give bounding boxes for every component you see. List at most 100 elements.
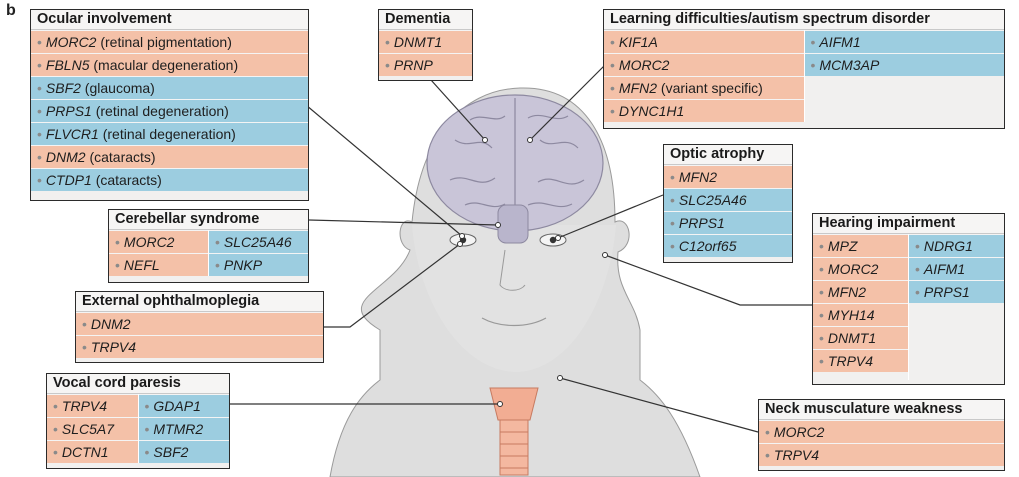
bullet-icon: • — [37, 80, 42, 96]
gene-name: MORC2 — [46, 34, 97, 50]
bullet-icon: • — [115, 234, 120, 250]
gene-name: MORC2 — [828, 261, 879, 277]
bullet-icon: • — [37, 103, 42, 119]
gene-column-right: •AIFM1•MCM3AP — [805, 30, 1005, 122]
box-title: Optic atrophy — [664, 145, 792, 165]
gene-row: •PRPS1 (retinal degeneration) — [31, 99, 308, 122]
gene-name: MORC2 — [619, 57, 670, 73]
gene-row: •MCM3AP — [805, 53, 1005, 76]
gene-column-right: •SLC25A46•PNKP — [209, 230, 308, 276]
gene-name: CTDP1 — [46, 172, 92, 188]
gene-row: •AIFM1 — [909, 257, 1004, 280]
external-ophthalmoplegia-box: External ophthalmoplegia •DNM2 •TRPV4 — [75, 291, 324, 363]
endpoint-neck — [558, 376, 563, 381]
gene-row: •PRNP — [379, 53, 472, 76]
gene-row: •MFN2 (variant specific) — [604, 76, 804, 99]
gene-row: •SBF2 (glaucoma) — [31, 76, 308, 99]
dementia-box: Dementia •DNMT1•PRNP — [378, 9, 473, 81]
bullet-icon: • — [915, 238, 920, 254]
gene-row: •DNM2 (cataracts) — [31, 145, 308, 168]
gene-row: •PRPS1 — [664, 211, 792, 234]
gene-row: •MTMR2 — [139, 417, 230, 440]
bullet-icon: • — [610, 103, 615, 119]
gene-row: •MORC2 (retinal pigmentation) — [31, 30, 308, 53]
bullet-icon: • — [37, 172, 42, 188]
gene-name: MORC2 — [774, 424, 825, 440]
bullet-icon: • — [145, 398, 150, 414]
gene-name: AIFM1 — [819, 34, 860, 50]
gene-name: DNM2 — [91, 316, 131, 332]
bullet-icon: • — [145, 421, 150, 437]
bullet-icon: • — [385, 57, 390, 73]
vocal-cord-paresis-box: Vocal cord paresis •TRPV4•SLC5A7•DCTN1 •… — [46, 373, 230, 469]
endpoint-learning — [528, 138, 533, 143]
gene-note: (retinal degeneration) — [99, 126, 236, 142]
gene-name: SBF2 — [46, 80, 81, 96]
bullet-icon: • — [53, 398, 58, 414]
gene-name: TRPV4 — [774, 447, 819, 463]
bullet-icon: • — [215, 234, 220, 250]
bullet-icon: • — [37, 57, 42, 73]
gene-row: •PRPS1 — [909, 280, 1004, 303]
box-title: Ocular involvement — [31, 10, 308, 30]
endpoint-external — [458, 242, 463, 247]
gene-name: SBF2 — [153, 444, 188, 460]
gene-name: DCTN1 — [62, 444, 109, 460]
gene-row: •NDRG1 — [909, 234, 1004, 257]
gene-row: •TRPV4 — [76, 335, 323, 358]
gene-row: •FBLN5 (macular degeneration) — [31, 53, 308, 76]
bullet-icon: • — [819, 261, 824, 277]
gene-list: •MORC2•TRPV4 — [759, 420, 1004, 466]
optic-atrophy-box: Optic atrophy •MFN2•SLC25A46•PRPS1•C12or… — [663, 144, 793, 263]
gene-row: •TRPV4 — [47, 394, 138, 417]
bullet-icon: • — [610, 80, 615, 96]
gene-name: PRPS1 — [46, 103, 92, 119]
gene-name: AIFM1 — [924, 261, 965, 277]
gene-row: •NEFL — [109, 253, 208, 276]
gene-name: PRPS1 — [679, 215, 725, 231]
gene-name: TRPV4 — [828, 353, 873, 369]
gene-note: (variant specific) — [657, 80, 763, 96]
gene-row: •SLC25A46 — [209, 230, 308, 253]
gene-column-right: •GDAP1•MTMR2•SBF2 — [139, 394, 230, 463]
gene-name: MORC2 — [124, 234, 175, 250]
gene-row: •MORC2 — [604, 53, 804, 76]
bullet-icon: • — [670, 169, 675, 185]
gene-column-right: •NDRG1•AIFM1•PRPS1 — [909, 234, 1004, 380]
gene-list: •MFN2•SLC25A46•PRPS1•C12orf65 — [664, 165, 792, 257]
gene-name: MYH14 — [828, 307, 875, 323]
bullet-icon: • — [37, 34, 42, 50]
gene-row: •KIF1A — [604, 30, 804, 53]
gene-name: DNMT1 — [828, 330, 876, 346]
bullet-icon: • — [610, 34, 615, 50]
endpoint-dementia — [483, 138, 488, 143]
brainstem — [498, 205, 528, 243]
gene-list: •MORC2 (retinal pigmentation)•FBLN5 (mac… — [31, 30, 308, 191]
gene-row: •AIFM1 — [805, 30, 1005, 53]
bullet-icon: • — [811, 57, 816, 73]
gene-row: •MFN2 — [813, 280, 908, 303]
bullet-icon: • — [915, 284, 920, 300]
box-title: Vocal cord paresis — [47, 374, 229, 394]
bullet-icon: • — [765, 424, 770, 440]
bullet-icon: • — [670, 238, 675, 254]
gene-name: FLVCR1 — [46, 126, 99, 142]
gene-name: GDAP1 — [153, 398, 200, 414]
gene-name: FBLN5 — [46, 57, 90, 73]
gene-column-left: •MORC2•NEFL — [109, 230, 209, 276]
gene-row: •SLC5A7 — [47, 417, 138, 440]
endpoint-cerebellar — [496, 223, 501, 228]
bullet-icon: • — [82, 316, 87, 332]
gene-row: •SLC25A46 — [664, 188, 792, 211]
bullet-icon: • — [670, 215, 675, 231]
panel-label: b — [6, 2, 16, 20]
box-title: External ophthalmoplegia — [76, 292, 323, 312]
gene-row: •MFN2 — [664, 165, 792, 188]
bullet-icon: • — [53, 421, 58, 437]
gene-columns: •MPZ•MORC2•MFN2•MYH14•DNMT1•TRPV4 •NDRG1… — [813, 234, 1004, 380]
gene-row: •MORC2 — [109, 230, 208, 253]
gene-row: •DNMT1 — [813, 326, 908, 349]
bullet-icon: • — [610, 57, 615, 73]
endpoint-ocular — [460, 234, 465, 239]
gene-name: PRNP — [394, 57, 433, 73]
